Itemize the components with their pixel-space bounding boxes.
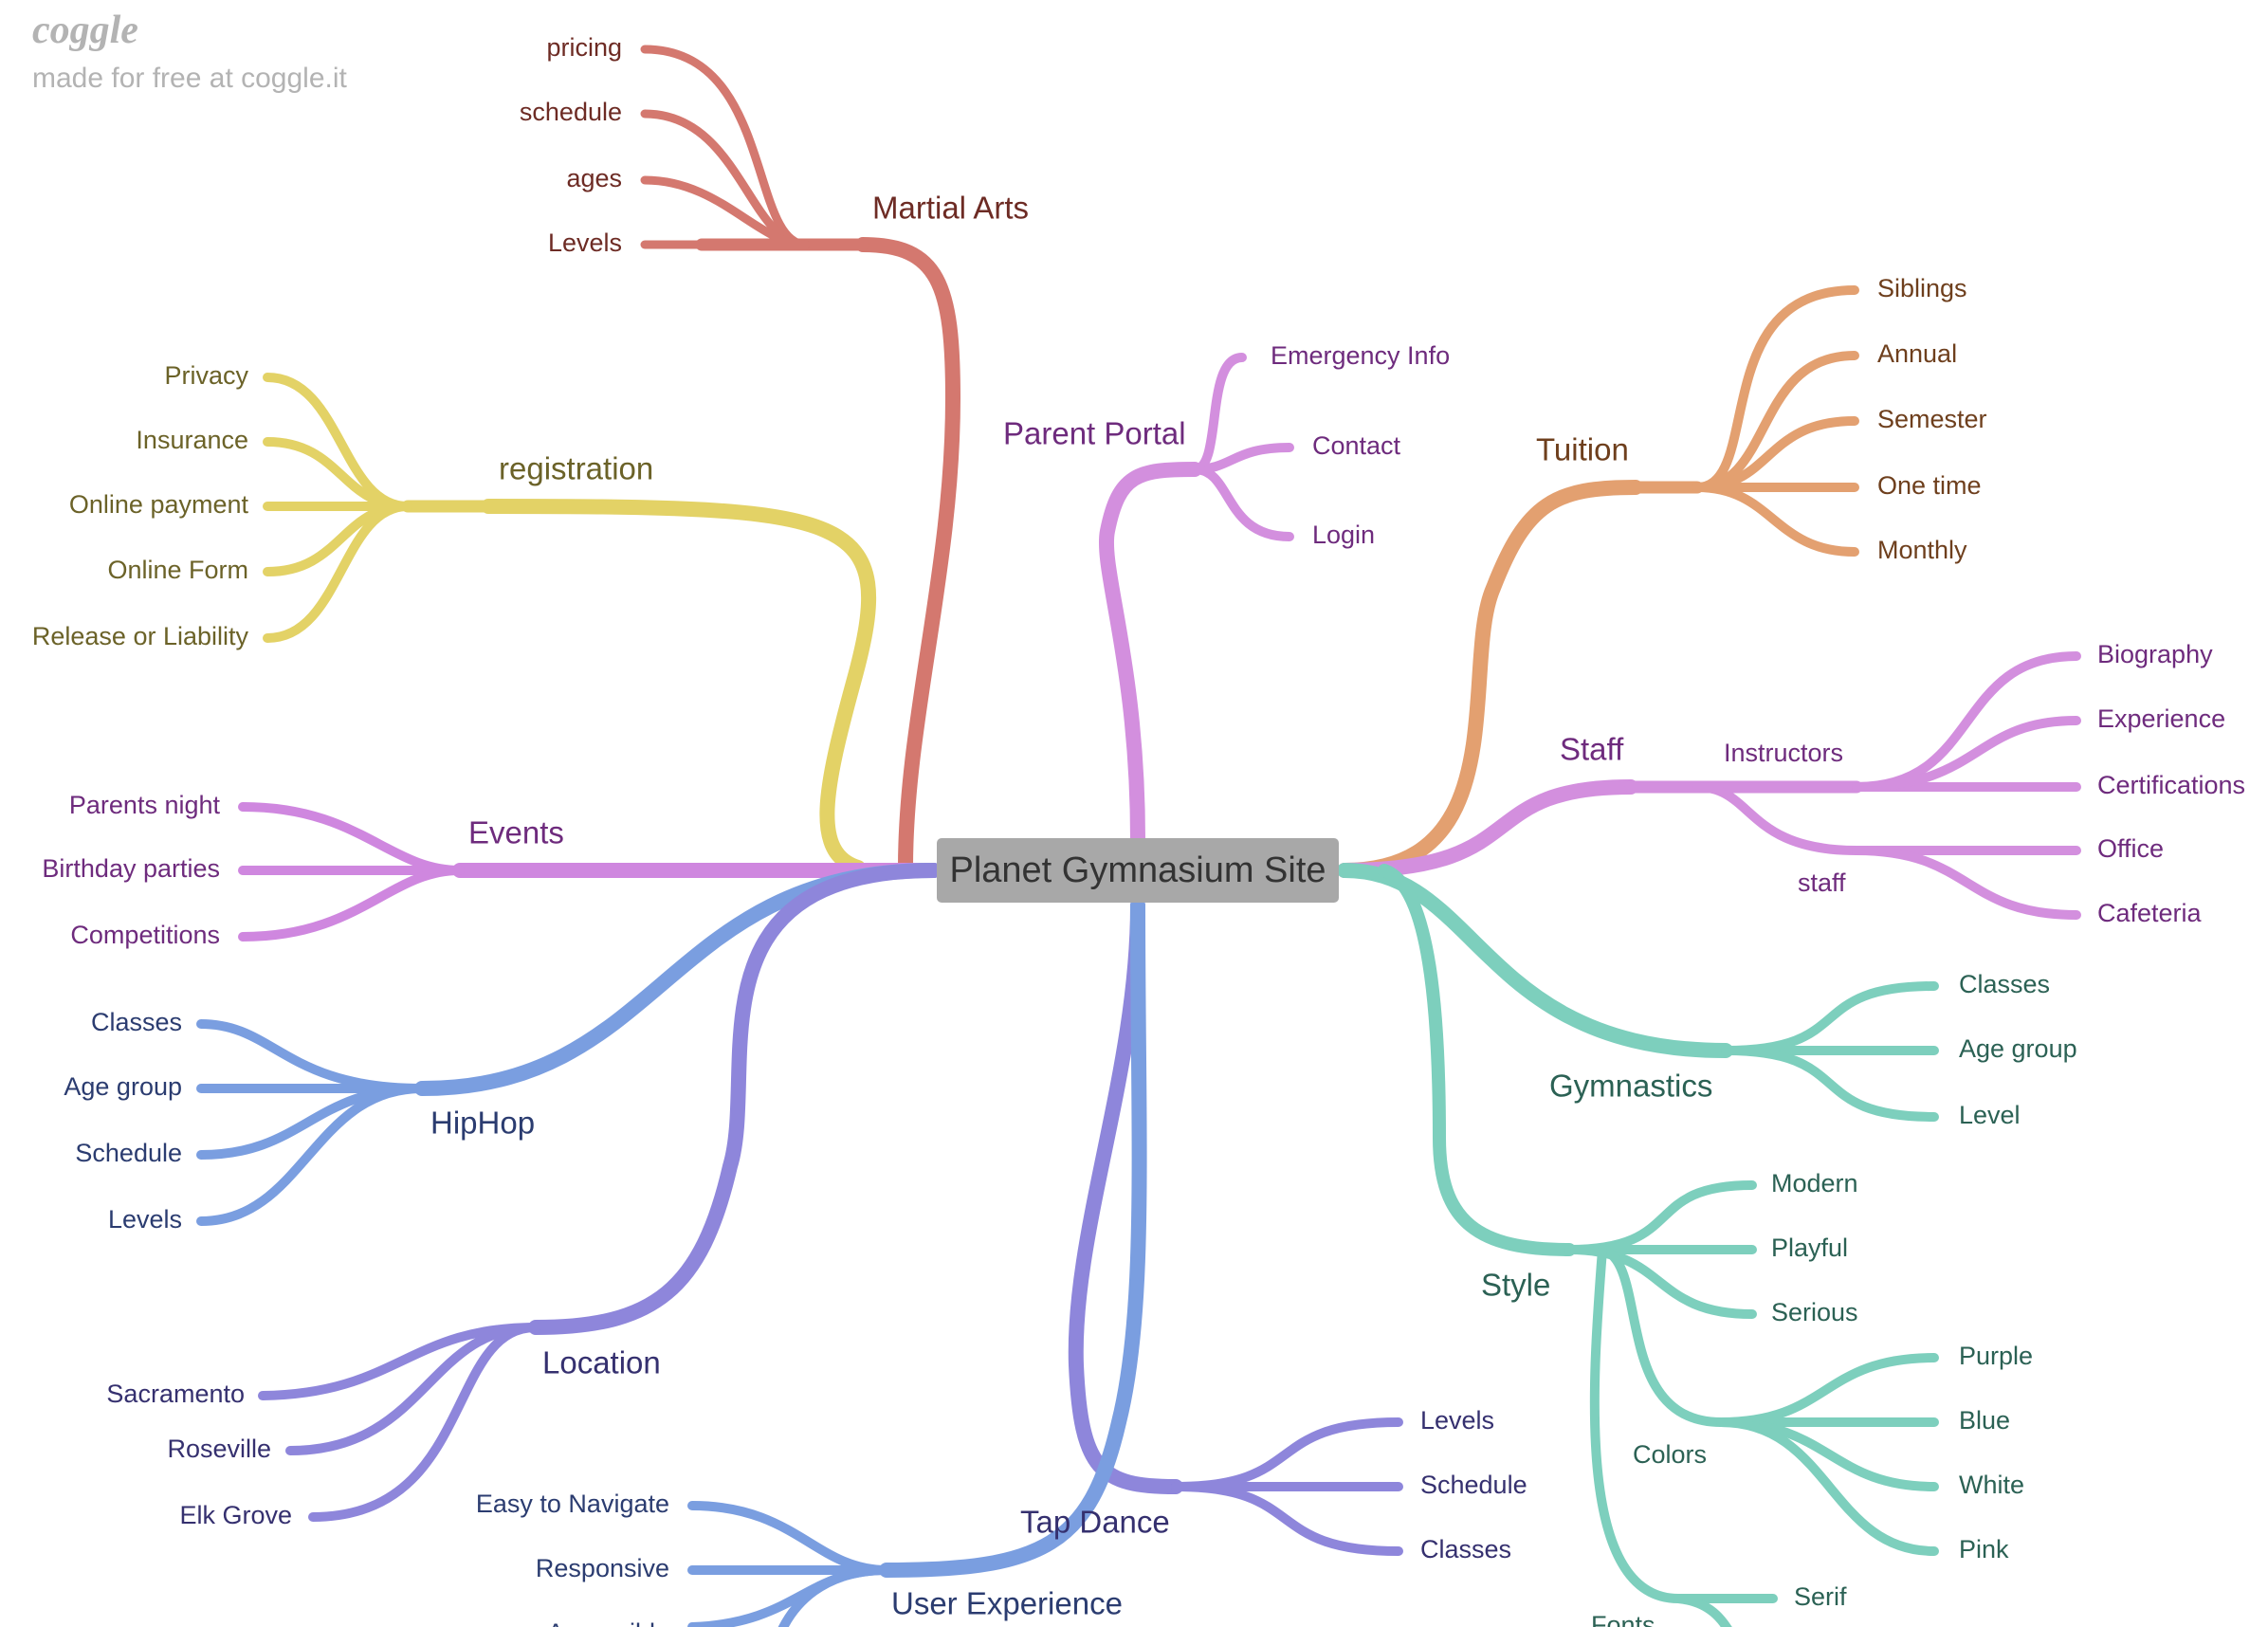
- node-parents-night[interactable]: Parents night: [69, 791, 221, 819]
- location-connectors: [258, 863, 942, 1522]
- tuition-connectors: [1337, 285, 1859, 878]
- node-tuition[interactable]: Tuition: [1536, 432, 1629, 467]
- node-annual[interactable]: Annual: [1877, 339, 1957, 368]
- martial-arts-connectors: [640, 45, 961, 875]
- node-serif[interactable]: Serif: [1794, 1582, 1847, 1611]
- node-release-liability[interactable]: Release or Liability: [32, 622, 249, 650]
- node-pricing[interactable]: pricing: [546, 33, 622, 62]
- tap-dance-connectors: [1068, 898, 1403, 1556]
- node-gym-level[interactable]: Level: [1959, 1101, 2021, 1129]
- node-biography[interactable]: Biography: [2097, 640, 2213, 668]
- node-fonts[interactable]: Fonts: [1591, 1611, 1655, 1627]
- node-schedule[interactable]: schedule: [520, 98, 622, 126]
- node-playful[interactable]: Playful: [1771, 1234, 1848, 1262]
- node-office[interactable]: Office: [2097, 834, 2164, 863]
- coggle-tagline[interactable]: made for free at coggle.it: [32, 63, 347, 94]
- node-hiphop-schedule[interactable]: Schedule: [75, 1139, 182, 1167]
- node-siblings[interactable]: Siblings: [1877, 274, 1967, 302]
- node-contact[interactable]: Contact: [1312, 431, 1401, 460]
- node-martial-arts[interactable]: Martial Arts: [872, 191, 1029, 226]
- node-modern[interactable]: Modern: [1771, 1169, 1858, 1197]
- node-easy-to-navigate[interactable]: Easy to Navigate: [476, 1490, 669, 1518]
- node-online-form[interactable]: Online Form: [107, 556, 248, 584]
- node-pink[interactable]: Pink: [1959, 1535, 2009, 1563]
- node-colors[interactable]: Colors: [1633, 1440, 1707, 1469]
- node-purple[interactable]: Purple: [1959, 1342, 2033, 1370]
- center-node[interactable]: Planet Gymnasium Site: [937, 838, 1339, 903]
- node-parent-portal[interactable]: Parent Portal: [1003, 416, 1186, 451]
- gymnastics-connectors: [1337, 863, 1939, 1627]
- node-serious[interactable]: Serious: [1771, 1298, 1858, 1326]
- node-hiphop-age-group[interactable]: Age group: [64, 1072, 182, 1101]
- node-location[interactable]: Location: [542, 1345, 661, 1380]
- node-staff[interactable]: Staff: [1560, 732, 1624, 767]
- node-accessible[interactable]: Accessible: [547, 1618, 669, 1627]
- node-privacy[interactable]: Privacy: [164, 361, 248, 390]
- node-tap-schedule[interactable]: Schedule: [1420, 1471, 1527, 1499]
- node-user-experience[interactable]: User Experience: [891, 1586, 1123, 1621]
- node-one-time[interactable]: One time: [1877, 471, 1982, 500]
- node-insurance[interactable]: Insurance: [136, 426, 248, 454]
- node-white[interactable]: White: [1959, 1471, 2024, 1499]
- node-style[interactable]: Style: [1481, 1268, 1550, 1303]
- registration-connectors: [263, 373, 877, 875]
- node-monthly[interactable]: Monthly: [1877, 536, 1967, 564]
- node-sacramento[interactable]: Sacramento: [106, 1380, 245, 1408]
- node-login[interactable]: Login: [1312, 521, 1375, 549]
- node-blue[interactable]: Blue: [1959, 1406, 2010, 1435]
- node-registration[interactable]: registration: [499, 451, 653, 486]
- node-competitions[interactable]: Competitions: [70, 921, 220, 949]
- node-hiphop-levels[interactable]: Levels: [108, 1205, 182, 1234]
- node-instructors[interactable]: Instructors: [1724, 739, 1843, 767]
- node-roseville[interactable]: Roseville: [167, 1435, 271, 1463]
- node-emergency-info[interactable]: Emergency Info: [1271, 341, 1450, 370]
- node-responsive[interactable]: Responsive: [536, 1554, 669, 1582]
- node-hiphop-classes[interactable]: Classes: [91, 1008, 182, 1036]
- node-semester[interactable]: Semester: [1877, 405, 1987, 433]
- node-gym-classes[interactable]: Classes: [1959, 970, 2050, 998]
- node-staff-sub[interactable]: staff: [1798, 868, 1846, 897]
- node-levels[interactable]: Levels: [548, 229, 622, 257]
- parent-portal-connectors: [1098, 353, 1294, 847]
- node-gymnastics[interactable]: Gymnastics: [1549, 1069, 1712, 1104]
- node-ages[interactable]: ages: [566, 164, 622, 192]
- node-gym-age-group[interactable]: Age group: [1959, 1034, 2077, 1063]
- node-tap-dance[interactable]: Tap Dance: [1020, 1505, 1170, 1540]
- node-tap-levels[interactable]: Levels: [1420, 1406, 1494, 1435]
- node-events[interactable]: Events: [468, 815, 564, 850]
- node-hiphop[interactable]: HipHop: [430, 1106, 535, 1141]
- node-labels: Martial Arts pricing schedule ages Level…: [32, 33, 2245, 1627]
- node-tap-classes[interactable]: Classes: [1420, 1535, 1511, 1563]
- connector-lines: [196, 45, 2081, 1627]
- staff-connectors: [1337, 651, 2081, 920]
- node-experience[interactable]: Experience: [2097, 704, 2225, 733]
- node-certifications[interactable]: Certifications: [2097, 771, 2245, 799]
- hiphop-connectors: [196, 863, 942, 1226]
- coggle-logo[interactable]: coggle: [32, 9, 138, 52]
- node-cafeteria[interactable]: Cafeteria: [2097, 899, 2203, 927]
- node-birthday-parties[interactable]: Birthday parties: [42, 854, 220, 883]
- user-experience-connectors: [687, 898, 1147, 1627]
- node-online-payment[interactable]: Online payment: [69, 490, 249, 519]
- node-elk-grove[interactable]: Elk Grove: [179, 1501, 292, 1529]
